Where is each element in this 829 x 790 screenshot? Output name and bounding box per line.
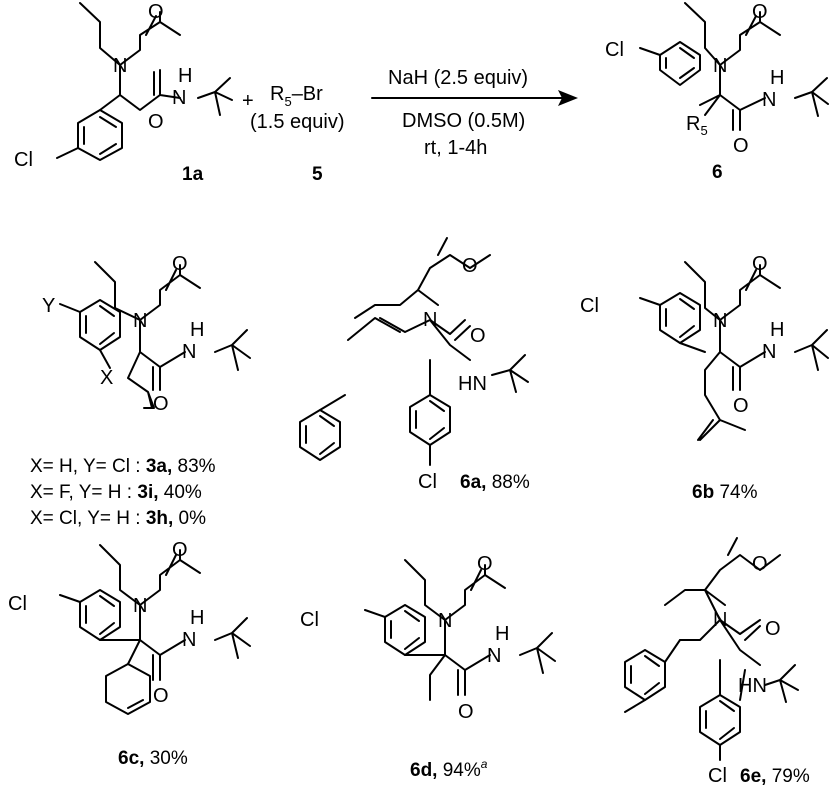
caption-6a: 6a, 88% — [460, 472, 530, 493]
atom-N: N — [423, 309, 437, 331]
atom-R5: R5 — [686, 113, 708, 138]
atom-H: H — [770, 319, 784, 341]
caption-6c: 6c, 30% — [118, 748, 188, 769]
reagent-R: R5–Br — [270, 83, 323, 109]
atom-H: H — [190, 607, 204, 629]
structure-6b: N O O N H Cl — [580, 253, 829, 441]
structure-6a: N O O HN Cl — [299, 237, 529, 493]
atom-H: H — [178, 65, 192, 87]
plus-sign: + — [242, 90, 254, 112]
reagent-equiv: (1.5 equiv) — [250, 111, 345, 133]
atom-O: O — [148, 1, 164, 23]
atom-Cl: Cl — [580, 295, 599, 317]
atom-H: H — [495, 623, 509, 645]
atom-N: N — [487, 645, 501, 667]
atom-O: O — [477, 553, 493, 575]
atom-Cl: Cl — [8, 593, 27, 615]
caption-6d: 6d, 94%a — [410, 757, 488, 781]
atom-NH: HN — [458, 373, 487, 395]
caption-3h: X= Cl, Y= H : 3h, 0% — [30, 508, 206, 529]
structure-6c: N O O N H Cl — [8, 539, 251, 715]
atom-N: N — [713, 310, 727, 332]
condition-base: NaH (2.5 equiv) — [388, 67, 528, 89]
atom-N: N — [133, 595, 147, 617]
label-5: 5 — [312, 164, 323, 185]
atom-NH: HN — [738, 675, 767, 697]
atom-O: O — [153, 393, 169, 415]
structure-6: N O O N H Cl R5 — [605, 1, 829, 157]
reaction-arrow — [371, 90, 578, 106]
condition-solvent: DMSO (0.5M) — [402, 110, 525, 132]
caption-6e: 6e, 79% — [740, 766, 810, 787]
atom-O: O — [733, 135, 749, 157]
atom-N: N — [113, 55, 127, 77]
atom-N: N — [713, 55, 727, 77]
atom-O: O — [153, 685, 169, 707]
structure-6d: N O O N H Cl — [300, 553, 556, 723]
structure-6e: N O O HN Cl — [624, 537, 799, 787]
caption-3i: X= F, Y= H : 3i, 40% — [30, 482, 202, 503]
atom-O: O — [752, 1, 768, 23]
condition-time: rt, 1-4h — [424, 137, 487, 159]
atom-O: O — [172, 253, 188, 275]
atom-N: N — [762, 89, 776, 111]
atom-O: O — [458, 701, 474, 723]
atom-H: H — [190, 319, 204, 341]
atom-N: N — [172, 87, 186, 109]
caption-3a: X= H, Y= Cl : 3a, 83% — [30, 456, 216, 477]
label-6: 6 — [712, 162, 723, 183]
atom-Y: Y — [42, 295, 55, 317]
atom-Cl: Cl — [605, 39, 624, 61]
atom-O: O — [752, 553, 768, 575]
atom-O: O — [765, 618, 781, 640]
atom-O: O — [148, 111, 164, 133]
caption-6b: 6b 74% — [692, 482, 758, 503]
atom-N: N — [133, 310, 147, 332]
atom-N: N — [182, 341, 196, 363]
atom-Cl: Cl — [300, 609, 319, 631]
label-1a: 1a — [182, 164, 204, 185]
atom-N: N — [438, 610, 452, 632]
atom-Cl: Cl — [708, 765, 727, 787]
atom-H: H — [770, 67, 784, 89]
atom-Cl: Cl — [14, 149, 33, 171]
atom-X: X — [100, 367, 113, 389]
atom-N: N — [713, 609, 727, 631]
atom-N: N — [182, 629, 196, 651]
atom-Cl: Cl — [418, 471, 437, 493]
structure-1a: N O O N H Cl — [14, 1, 233, 171]
atom-O: O — [752, 253, 768, 275]
atom-N: N — [762, 341, 776, 363]
atom-O: O — [733, 395, 749, 417]
structure-3: N O O N H Y X — [42, 253, 251, 415]
atom-O: O — [470, 325, 486, 347]
atom-O: O — [172, 539, 188, 561]
atom-O: O — [462, 255, 478, 277]
